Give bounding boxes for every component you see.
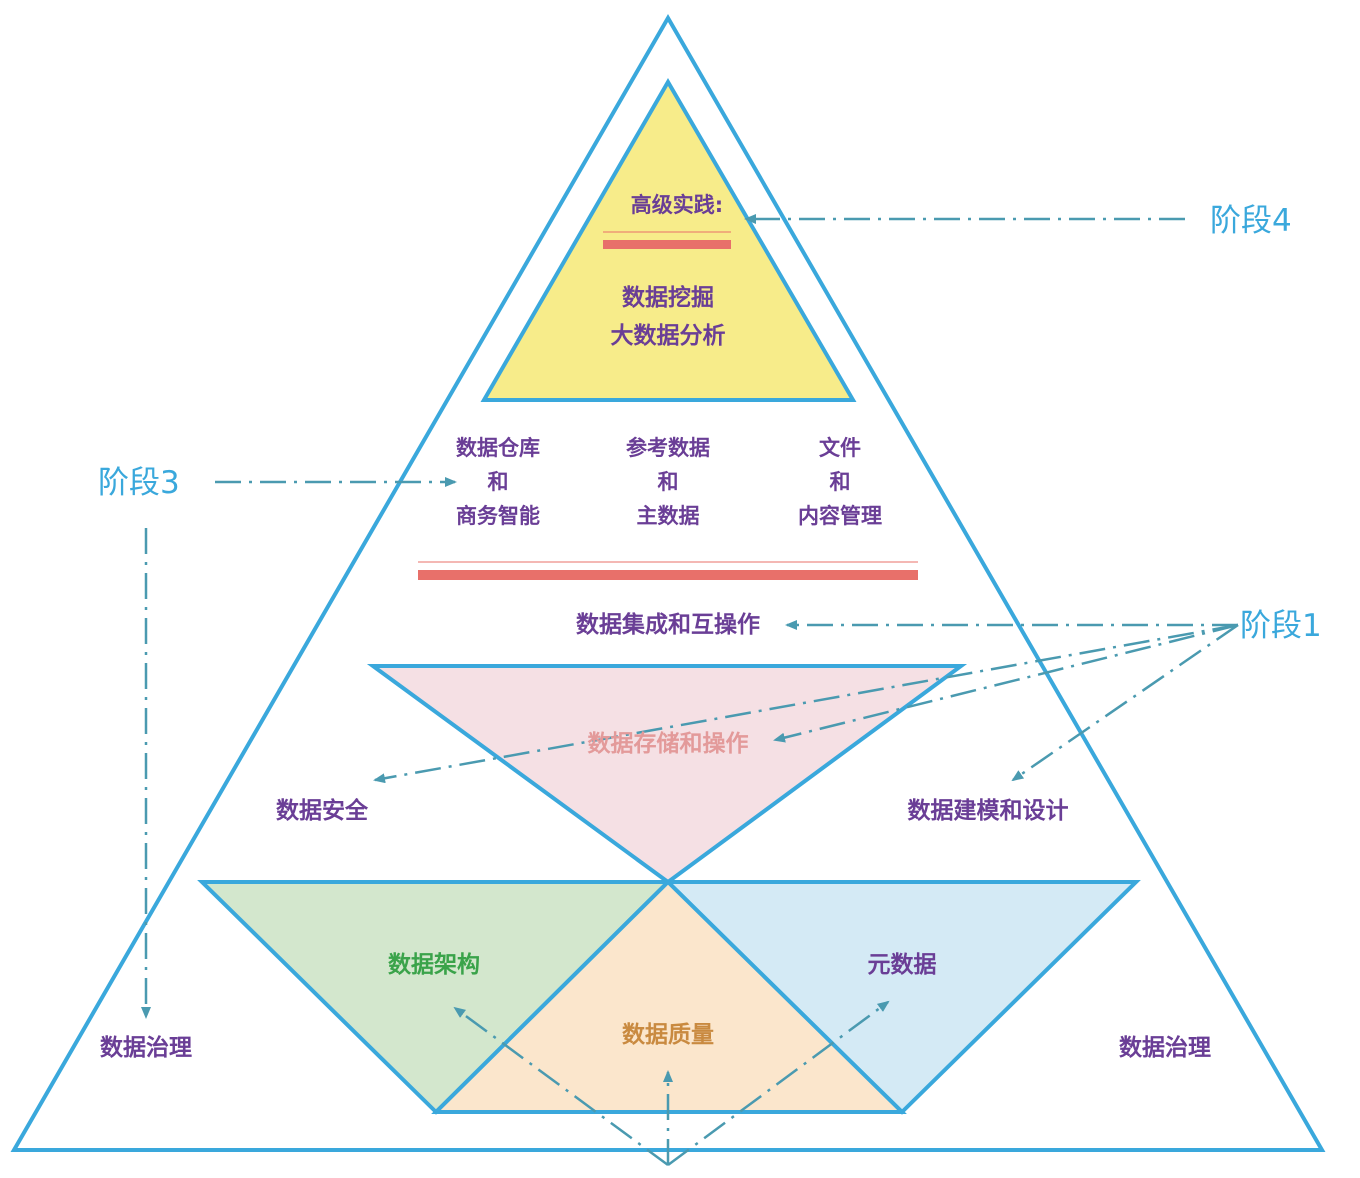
modeling-label: 数据建模和设计 <box>908 798 1069 824</box>
doc-content-line2: 和 <box>830 470 851 494</box>
stage3-label: 阶段3 <box>98 465 180 501</box>
dw-bi-line1: 数据仓库 <box>456 436 540 460</box>
integration-label: 数据集成和互操作 <box>576 611 760 638</box>
stage4-label: 阶段4 <box>1210 203 1292 239</box>
stage1-arrow-modeling <box>1011 623 1239 782</box>
data-mining-label: 数据挖掘 <box>622 284 714 311</box>
red-divider-middle <box>418 570 918 580</box>
stage1-arrow-storage <box>773 623 1239 743</box>
stage1-label: 阶段1 <box>1240 608 1322 644</box>
doc-content-line1: 文件 <box>819 436 861 460</box>
advanced-practice-heading: 高级实践: <box>631 193 723 217</box>
metadata-label: 元数据 <box>868 952 937 978</box>
red-divider-top <box>603 240 731 249</box>
governance-right-label: 数据治理 <box>1119 1034 1211 1061</box>
quality-label: 数据质量 <box>622 1022 714 1048</box>
storage-triangle <box>366 664 968 885</box>
storage-label: 数据存储和操作 <box>588 730 749 757</box>
bottom-arrow-metadata <box>667 1000 890 1167</box>
architecture-label: 数据架构 <box>388 951 480 978</box>
ref-master-line2: 和 <box>658 470 679 494</box>
governance-left-label: 数据治理 <box>100 1034 192 1061</box>
security-label: 数据安全 <box>276 797 369 824</box>
dw-bi-line2: 和 <box>488 470 509 494</box>
ref-master-line3: 主数据 <box>637 504 700 528</box>
big-data-analytics-label: 大数据分析 <box>611 323 726 349</box>
dw-bi-line3: 商务智能 <box>456 504 540 528</box>
ref-master-line1: 参考数据 <box>626 436 710 460</box>
doc-content-line3: 内容管理 <box>798 504 882 528</box>
stage1-arrow-security <box>373 623 1239 784</box>
